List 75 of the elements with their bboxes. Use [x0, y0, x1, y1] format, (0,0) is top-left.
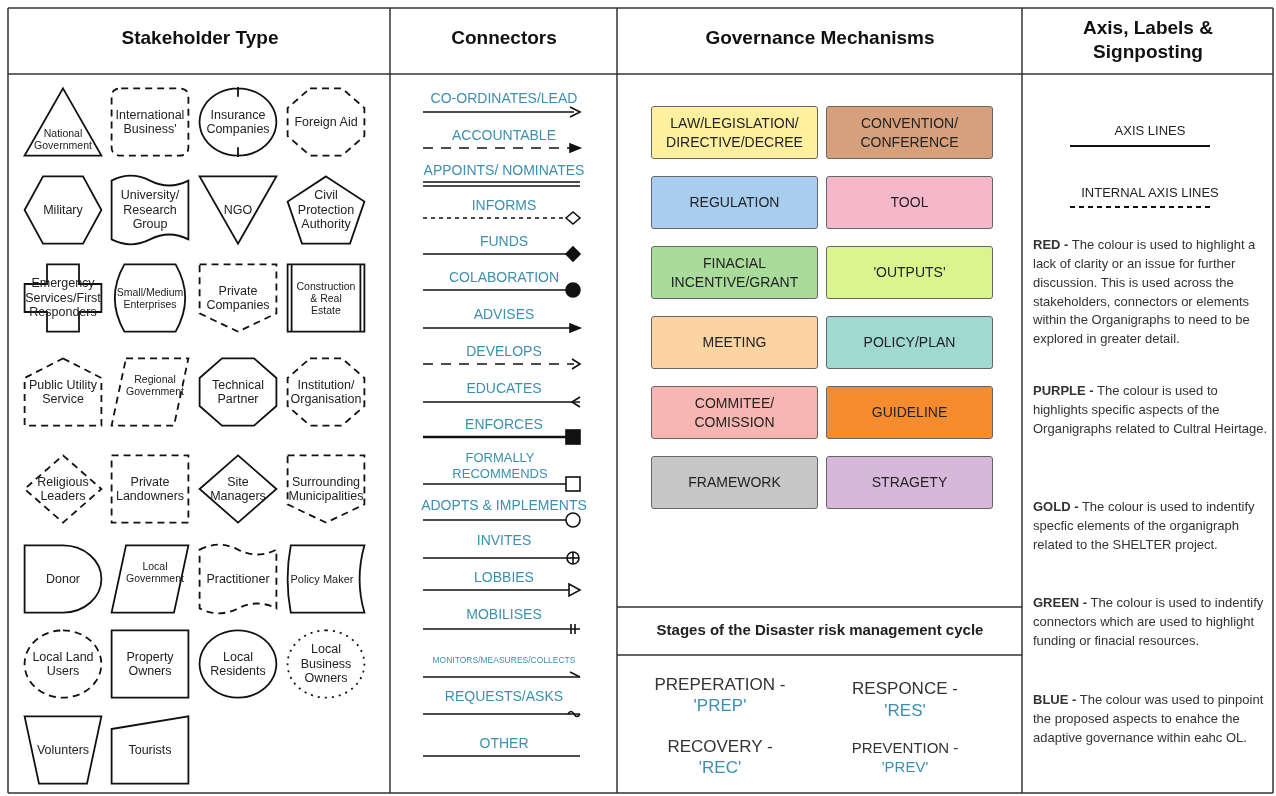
connector-label: EDUCATES — [465, 380, 543, 396]
stage-code: 'REC' — [697, 758, 743, 778]
mechanism-box: COMMITEE/ COMISSION — [651, 386, 818, 439]
column-header: Stakeholder Type — [120, 26, 280, 50]
column-header: Governance Mechanisms — [704, 26, 936, 50]
octagon-shape: Technical Partner — [198, 357, 278, 427]
connector-label: ADOPTS & IMPLEMENTS — [420, 497, 588, 513]
colour-note: PURPLE - The colour is used to highlights specific aspects of the Organigraphs related to Cultral Heirtage. — [1033, 382, 1269, 438]
mechanism-box: MEETING — [651, 316, 818, 369]
rectangle-shape: Property Owners — [110, 629, 190, 699]
connector-label: DEVELOPS — [465, 343, 543, 359]
colour-note: BLUE - The colour was used to pinpoint the proposed aspects to enahce the adaptive governance within eahc OL. — [1033, 691, 1265, 747]
mechanism-box: TOOL — [826, 176, 993, 229]
connector-label: APPOINTS/ NOMINATES — [422, 162, 586, 178]
circle-shape: Local Residents — [198, 629, 278, 699]
stage-name: RECOVERY - — [666, 737, 774, 757]
stage-code: 'PREP' — [692, 696, 748, 716]
inverted-triangle-shape: NGO — [198, 175, 278, 245]
wave-shape: Practitioner — [198, 544, 278, 614]
mechanism-box: CONVENTION/ CONFERENCE — [826, 106, 993, 159]
cross-shape: Emergency Services/First Responders — [23, 263, 103, 333]
connector-label: COLABORATION — [447, 269, 561, 285]
parallelogram-shape: Regional Government — [110, 357, 190, 427]
connector-label: FORMALLY RECOMMENDS — [451, 450, 549, 482]
quadrilateral-shape: Tourists — [110, 715, 190, 785]
connector-label: CO-ORDINATES/LEAD — [429, 90, 579, 106]
axis-label: AXIS LINES — [1113, 123, 1187, 138]
stage-name: PREVENTION - — [850, 739, 960, 756]
stage-name: PREPERATION - — [653, 675, 787, 695]
connector-label: MOBILISES — [465, 606, 543, 622]
pentagon-shape: Private Companies — [198, 263, 278, 333]
section-header: Stages of the Disaster risk management cycle — [655, 621, 985, 638]
column-header: Axis, Labels & Signposting — [1082, 16, 1214, 64]
connector-label: OTHER — [478, 735, 530, 751]
connector-label: REQUESTS/ASKS — [443, 688, 565, 704]
axis-label: INTERNAL AXIS LINES — [1080, 185, 1220, 200]
mechanism-box: POLICY/PLAN — [826, 316, 993, 369]
triangle-shape: National Government — [23, 87, 103, 157]
flag-shape: University/ Research Group — [110, 175, 190, 245]
mechanism-box: 'OUTPUTS' — [826, 246, 993, 299]
connector-label: ENFORCES — [464, 416, 544, 432]
mechanism-box: FRAMEWORK — [651, 456, 818, 509]
connector-label: INVITES — [475, 532, 533, 548]
column-header: Connectors — [450, 26, 558, 50]
colour-note: GREEN - The colour is used to indentify connectors which are used to highlight funding or finacial resources. — [1033, 594, 1265, 650]
connector-label: FUNDS — [478, 233, 530, 249]
connector-label: LOBBIES — [473, 569, 535, 585]
connector-label: INFORMS — [470, 197, 538, 213]
rounded-rectangle-shape: International Business' — [110, 87, 190, 157]
connector-label: ACCOUNTABLE — [451, 127, 557, 143]
mechanism-box: FINACIAL INCENTIVE/GRANT — [651, 246, 818, 299]
circle-shape: Local Land Users — [23, 629, 103, 699]
diamond-shape: Religious Leaders — [23, 454, 103, 524]
pentagon-shape: Civil Protection Authority — [286, 175, 366, 245]
hexagon-shape: Military — [23, 175, 103, 245]
mechanism-box: GUIDELINE — [826, 386, 993, 439]
connector-label: MONITORS/MEASURES/COLLECTS — [431, 655, 577, 665]
colour-note: GOLD - The colour is used to indentify specfic elements of the organigraph related to the SHELTER project. — [1033, 498, 1256, 554]
circle-shape: Local Business Owners — [286, 629, 366, 699]
octagon-shape: Institution/ Organisation — [286, 357, 366, 427]
mechanism-box: STRAGETY — [826, 456, 993, 509]
octagon-shape: Foreign Aid — [286, 87, 366, 157]
stage-code: 'PREV' — [880, 758, 930, 775]
diamond-shape: Site Managers — [198, 454, 278, 524]
colour-note: RED - The colour is used to highlight a lack of clarity or an issue for further discussion. This is used across the stakeholders, connectors or elements within the Organigraphs to need to be explored in greater detail. — [1033, 236, 1257, 349]
mechanism-box: REGULATION — [651, 176, 818, 229]
house-shape: Public Utility Service — [23, 357, 103, 427]
connector-label: ADVISES — [472, 306, 536, 322]
shield-shape: Surrounding Municipalities — [286, 454, 366, 524]
rectangle-shape: Private Landowners — [110, 454, 190, 524]
d-shape: Donor — [23, 544, 103, 614]
stage-code: 'RES' — [883, 701, 927, 721]
mechanism-box: LAW/LEGISLATION/ DIRECTIVE/DECREE — [651, 106, 818, 159]
stage-name: RESPONCE - — [851, 679, 959, 699]
trapezoid-shape: Volunters — [23, 715, 103, 785]
